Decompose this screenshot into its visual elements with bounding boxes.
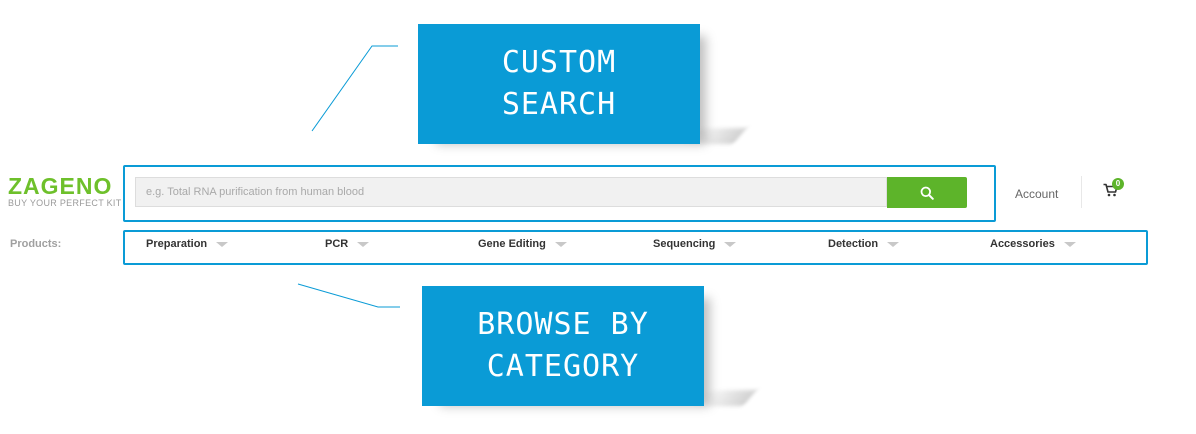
chevron-down-icon xyxy=(1063,241,1076,247)
category-gene-editing[interactable]: Gene Editing xyxy=(478,238,567,250)
callout-line: SEARCH xyxy=(501,87,617,122)
category-preparation[interactable]: Preparation xyxy=(146,238,229,250)
category-label: Gene Editing xyxy=(478,238,546,250)
search-button[interactable] xyxy=(887,177,967,208)
callout-line: BROWSE BY xyxy=(477,307,649,342)
category-pcr[interactable]: PCR xyxy=(325,238,370,250)
category-label: Accessories xyxy=(990,238,1055,250)
category-label: Preparation xyxy=(146,238,208,250)
category-sequencing[interactable]: Sequencing xyxy=(653,238,737,250)
products-label: Products: xyxy=(10,238,62,250)
browse-by-category-callout: BROWSE BY CATEGORY xyxy=(422,286,704,406)
chevron-down-icon xyxy=(887,241,900,247)
category-label: Sequencing xyxy=(653,238,716,250)
search-input[interactable] xyxy=(135,177,887,207)
category-label: Detection xyxy=(828,238,879,250)
callout-line: CATEGORY xyxy=(486,349,640,384)
category-highlight-frame xyxy=(123,230,1148,265)
header-divider xyxy=(1081,176,1082,208)
account-link[interactable]: Account xyxy=(1015,187,1059,201)
search-icon xyxy=(920,186,934,200)
logo-tagline: BUY YOUR PERFECT KIT xyxy=(8,198,122,208)
category-detection[interactable]: Detection xyxy=(828,238,900,250)
custom-search-callout: CUSTOM SEARCH xyxy=(418,24,700,144)
callout-line: CUSTOM xyxy=(501,45,617,80)
chevron-down-icon xyxy=(554,241,567,247)
category-accessories[interactable]: Accessories xyxy=(990,238,1076,250)
search-highlight-frame xyxy=(123,165,996,222)
chevron-down-icon xyxy=(357,241,370,247)
category-label: PCR xyxy=(325,238,349,250)
chevron-down-icon xyxy=(724,241,737,247)
logo-wordmark: ZAGENO xyxy=(8,173,113,199)
cart-count-badge: 0 xyxy=(1112,178,1124,190)
zageno-logo[interactable]: ZAGENO BUY YOUR PERFECT KIT xyxy=(8,174,122,208)
chevron-down-icon xyxy=(216,241,229,247)
